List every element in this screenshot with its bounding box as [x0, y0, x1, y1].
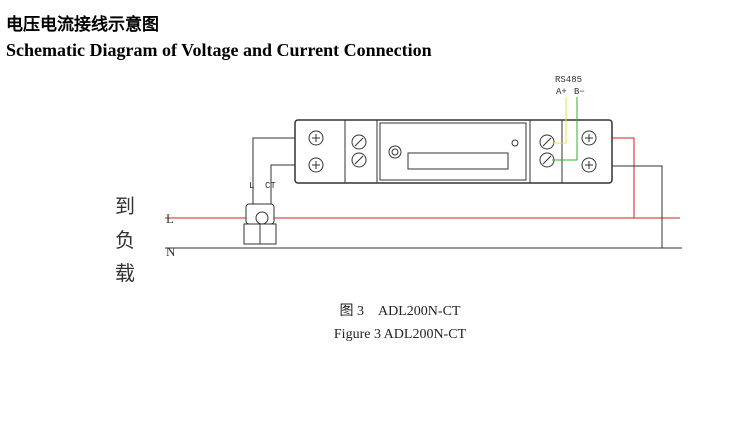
rs485-b-wire — [552, 97, 578, 161]
caption-english: Figure 3 ADL200N-CT — [333, 327, 467, 342]
svg-text:负: 负 — [115, 228, 135, 252]
svg-text:载: 载 — [115, 261, 135, 285]
l-label: L — [166, 211, 174, 226]
meter — [294, 119, 613, 184]
meter-live-wire — [612, 137, 635, 218]
title-chinese: 电压电流接线示意图 — [6, 15, 159, 35]
meter-neutral-wire — [612, 165, 663, 248]
lcd-display — [407, 152, 509, 170]
to-load-label: 到 负 载 — [115, 194, 135, 285]
ct-l-label: L — [249, 181, 254, 191]
current-transformer — [243, 203, 277, 245]
b-minus-label: B− — [574, 87, 585, 97]
terminal-screws — [308, 130, 597, 173]
n-label: N — [166, 244, 176, 259]
caption-chinese: 图 3 ADL200N-CT — [339, 304, 461, 319]
ct-l-wire — [252, 137, 295, 205]
ct-ct-wire — [270, 164, 295, 205]
rs485-label: RS485 — [555, 75, 582, 85]
ct-ct-label: CT — [265, 181, 276, 191]
svg-text:到: 到 — [115, 194, 135, 218]
rs485-a-wire — [552, 97, 567, 144]
button-icon — [388, 145, 402, 159]
title-english: Schematic Diagram of Voltage and Current… — [6, 40, 432, 60]
a-plus-label: A+ — [556, 87, 567, 97]
